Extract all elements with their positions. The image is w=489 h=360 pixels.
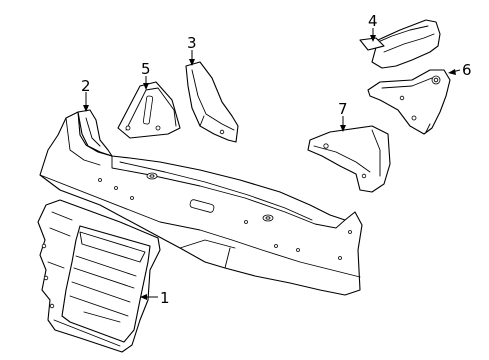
callout-4: 4 — [368, 12, 378, 30]
arrowhead-2-icon — [83, 105, 89, 112]
part-2-bracket — [77, 109, 113, 157]
part-7-support — [307, 125, 391, 193]
arrowhead-1-icon — [140, 294, 147, 300]
part-3-brace — [185, 61, 239, 143]
callout-2: 2 — [81, 77, 91, 95]
arrowhead-7-icon — [340, 125, 346, 132]
part-1-insulator — [37, 199, 161, 353]
callout-1: 1 — [160, 289, 170, 307]
arrowhead-6-icon — [448, 69, 456, 75]
arrowhead-3-icon — [189, 59, 195, 66]
callout-labels: 1 2 3 4 5 6 7 — [81, 12, 472, 307]
callout-7: 7 — [338, 100, 348, 118]
callout-5: 5 — [141, 60, 151, 78]
part-6-bracket — [367, 69, 451, 135]
part-4-duct — [359, 19, 441, 69]
cowl-panel — [39, 111, 363, 296]
arrowhead-4-icon — [370, 35, 376, 42]
arrowhead-5-icon — [143, 83, 149, 90]
part-5-gusset — [117, 81, 181, 139]
callout-3: 3 — [187, 34, 197, 52]
callout-6: 6 — [462, 61, 472, 79]
leader-lines — [83, 28, 461, 300]
